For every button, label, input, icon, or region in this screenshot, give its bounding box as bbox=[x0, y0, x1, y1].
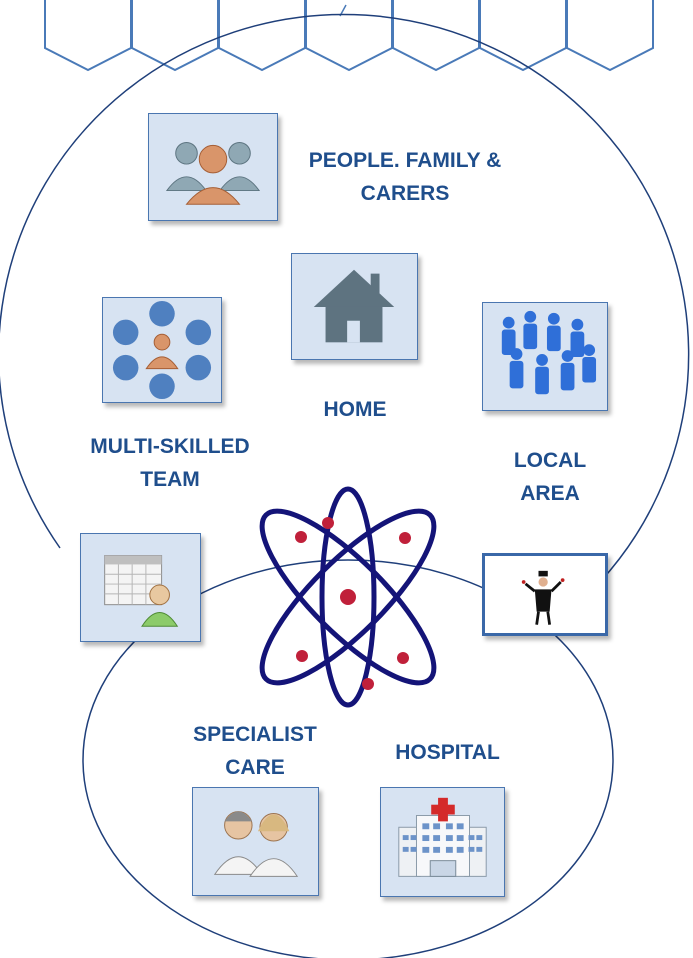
atom-electron bbox=[295, 531, 307, 543]
banner-tab-5 bbox=[392, 0, 480, 72]
hospital-label: HOSPITAL bbox=[395, 741, 500, 764]
house-icon bbox=[313, 269, 395, 343]
local-area-label: LOCAL AREA bbox=[513, 449, 587, 505]
crowd-icon bbox=[501, 310, 597, 395]
people-label: PEOPLE. FAMILY & CARERS bbox=[308, 149, 502, 205]
atom-electron bbox=[362, 678, 374, 690]
team-tile bbox=[102, 297, 222, 403]
specialist-care-label: SPECIALIST CARE bbox=[193, 723, 317, 779]
banner-tab-7 bbox=[566, 0, 654, 72]
banner-tab-2 bbox=[131, 0, 219, 72]
hospital-icon bbox=[398, 797, 487, 877]
people-group-icon bbox=[165, 141, 261, 205]
local-area-tile bbox=[482, 302, 608, 411]
banner-tab-3 bbox=[218, 0, 306, 72]
hospital-tile bbox=[380, 787, 505, 897]
atom-icon bbox=[259, 486, 437, 708]
performer-tile bbox=[482, 553, 608, 636]
banner-tabs bbox=[44, 0, 654, 72]
specialist-care-tile bbox=[192, 787, 319, 896]
banner-tab-1 bbox=[44, 0, 132, 72]
people-tile bbox=[148, 113, 278, 221]
atom-electron bbox=[397, 652, 409, 664]
atom-electron bbox=[322, 517, 334, 529]
banner-tab-6 bbox=[479, 0, 567, 72]
community-circle bbox=[0, 13, 690, 583]
atom-electron bbox=[399, 532, 411, 544]
doctors-icon bbox=[213, 811, 299, 877]
performer-icon bbox=[521, 570, 565, 625]
atom-nucleus bbox=[340, 589, 356, 605]
banner-tab-4 bbox=[305, 0, 393, 72]
atom-electron bbox=[296, 650, 308, 662]
hospital-care-circle bbox=[82, 559, 614, 958]
team-label: MULTI-SKILLED TEAM bbox=[90, 435, 250, 491]
atom-orbit bbox=[319, 486, 377, 708]
team-circle-icon bbox=[112, 300, 212, 400]
calendar-tile bbox=[80, 533, 201, 642]
home-label: HOME bbox=[323, 398, 387, 421]
home-tile bbox=[291, 253, 418, 360]
calendar-person-icon bbox=[104, 555, 179, 627]
